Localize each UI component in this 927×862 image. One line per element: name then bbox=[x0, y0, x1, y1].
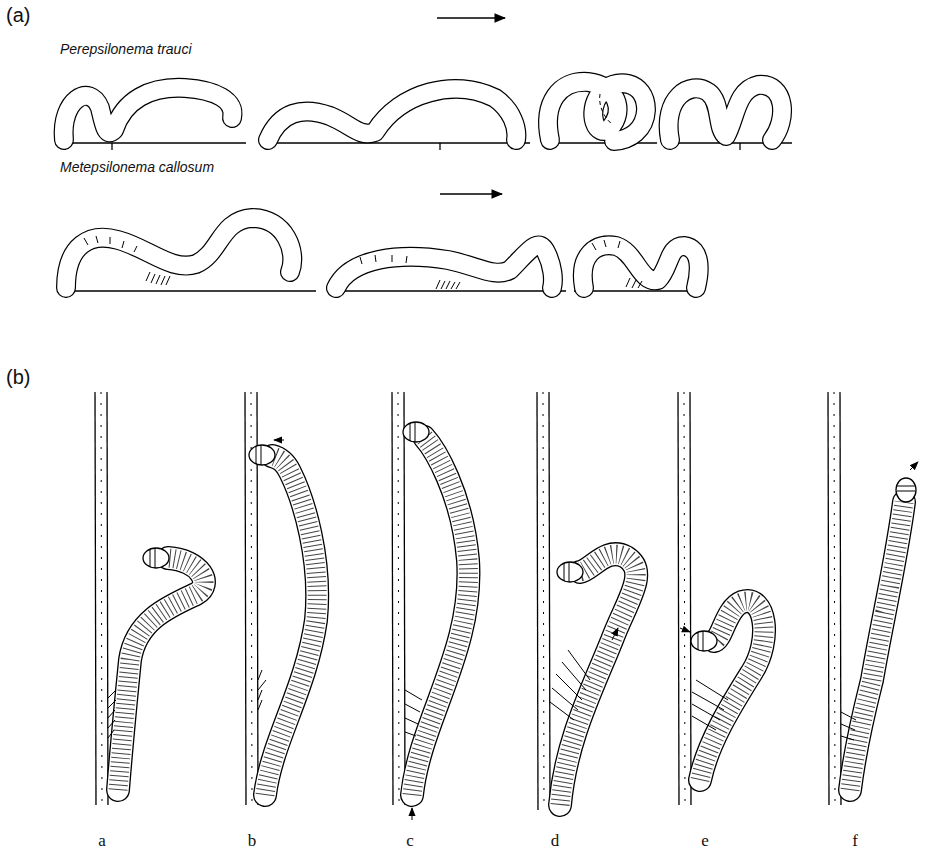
frame-letter: f bbox=[852, 832, 858, 851]
movement-arrow bbox=[274, 440, 918, 820]
climbing-worm bbox=[118, 422, 916, 805]
frame-letter: b bbox=[248, 832, 257, 851]
setae bbox=[84, 236, 642, 289]
frame-letter: e bbox=[701, 832, 709, 851]
frame-letter: c bbox=[406, 832, 414, 851]
plant-stalk bbox=[95, 392, 841, 810]
worm-outline bbox=[64, 82, 782, 288]
frame-letter: a bbox=[98, 832, 106, 851]
species-name: Perepsilonema trauci bbox=[60, 42, 192, 57]
panel-label: (a) bbox=[6, 4, 30, 26]
panel-label: (b) bbox=[6, 366, 30, 388]
substrate-line bbox=[58, 143, 792, 291]
frame-letter: d bbox=[551, 832, 560, 851]
species-name: Metepsilonema callosum bbox=[60, 160, 214, 175]
setae bbox=[108, 650, 856, 740]
